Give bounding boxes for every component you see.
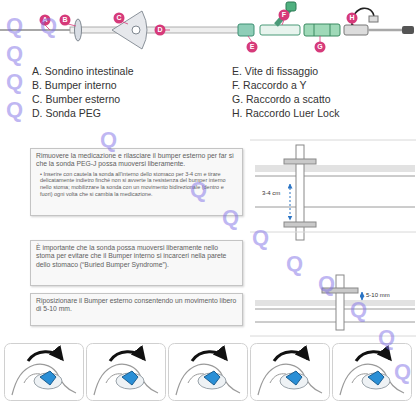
- tube-end: [402, 26, 414, 34]
- tube-section: [336, 275, 344, 330]
- connector-rib: [314, 24, 315, 36]
- watermark: Q: [252, 226, 269, 250]
- watermark: Q: [6, 14, 23, 38]
- snap-connector: [304, 24, 340, 36]
- callout-letter: F: [278, 9, 290, 21]
- part-name: E. Vite di fissaggio: [232, 66, 318, 78]
- callout-letter: H: [346, 12, 358, 24]
- separator: [250, 232, 416, 233]
- part-name: G. Raccordo a scatto: [232, 94, 331, 106]
- internal-bumper: [284, 222, 316, 227]
- fixing-screw: [238, 24, 254, 36]
- instruction-text: Rimuovere la medicazione e rilasciare il…: [36, 152, 237, 169]
- leader-line: [68, 24, 76, 26]
- watermark: Q: [318, 272, 335, 296]
- luer-cap: [369, 16, 378, 22]
- watermark: Q: [350, 298, 367, 322]
- bullet-text: • Inserire con cautela la sonda all'inte…: [40, 171, 237, 198]
- leader-line: [320, 36, 321, 42]
- callout-circle: [155, 25, 166, 36]
- y-cap: [286, 2, 296, 11]
- callout-letter: G: [314, 41, 326, 53]
- extension-tube: [368, 29, 404, 32]
- part-name: H. Raccordo Luer Lock: [232, 108, 339, 120]
- instruction-box: Riposizionare il Bumper esterno consente…: [30, 293, 243, 326]
- callout-circle: [347, 13, 358, 24]
- part-name: B. Bumper interno: [32, 80, 117, 92]
- step-panel: [87, 344, 166, 401]
- callout-circle: [60, 15, 71, 26]
- part-name: F. Raccordo a Y: [232, 80, 307, 92]
- external-bumper: [284, 159, 316, 164]
- step-panel: [333, 344, 412, 401]
- dimension-label: 3-4 cm: [262, 190, 280, 197]
- y-branch: [276, 9, 290, 25]
- skin-layer: [255, 165, 415, 172]
- callout-leaders: [45, 20, 354, 42]
- callout-letter: C: [113, 12, 125, 24]
- part-name: C. Bumber esterno: [32, 94, 120, 106]
- callout-circle: [114, 13, 125, 24]
- watermark: Q: [40, 14, 57, 38]
- part-name: D. Sonda PEG: [32, 108, 101, 120]
- step-panel: [5, 344, 84, 401]
- instruction-box: Rimuovere la medicazione e rilasciare il…: [30, 148, 243, 216]
- skin-layer: [255, 300, 415, 306]
- y-connector: [260, 25, 300, 35]
- callout-letter: B: [59, 14, 71, 26]
- stomach-wall: [255, 207, 415, 208]
- step-panel: [169, 344, 248, 401]
- callout-letter: D: [154, 24, 166, 36]
- instruction-text: È importante che la sonda possa muoversi…: [36, 244, 237, 269]
- instruction-box: È importante che la sonda possa muoversi…: [30, 240, 243, 286]
- part-name: A. Sondino intestinale: [32, 66, 134, 78]
- separator: [250, 140, 416, 141]
- watermark: Q: [6, 70, 23, 94]
- external-bumper: [112, 11, 147, 49]
- leader-line: [165, 30, 170, 31]
- leader-line: [282, 20, 284, 25]
- callout-circle: [247, 42, 258, 53]
- callout-circles: [40, 10, 358, 53]
- dimension-label: 5-10 mm: [366, 292, 390, 299]
- abdominal-wall: [255, 176, 415, 177]
- abdominal-wall: [255, 309, 415, 310]
- watermark: Q: [286, 252, 303, 276]
- internal-bumper: [75, 19, 82, 41]
- luer-lock: [344, 25, 368, 35]
- watermark: Q: [190, 178, 207, 202]
- callout-letter: E: [246, 41, 258, 53]
- watermark: Q: [6, 42, 23, 66]
- connector-rib: [330, 24, 331, 36]
- watermark: Q: [394, 360, 411, 384]
- leader-line: [248, 36, 252, 42]
- watermark: Q: [222, 206, 239, 230]
- dimension-arrow: [290, 184, 291, 220]
- leader-line: [123, 22, 128, 24]
- watermark: Q: [378, 326, 395, 350]
- step-panel: [251, 344, 330, 401]
- callout-circle: [315, 42, 326, 53]
- callout-circle: [279, 10, 290, 21]
- bumper-hub: [132, 26, 140, 34]
- watermark: Q: [6, 98, 23, 122]
- watermark: Q: [100, 128, 117, 152]
- stomach-wall: [255, 322, 415, 323]
- instruction-text: Riposizionare il Bumper esterno consente…: [36, 297, 237, 314]
